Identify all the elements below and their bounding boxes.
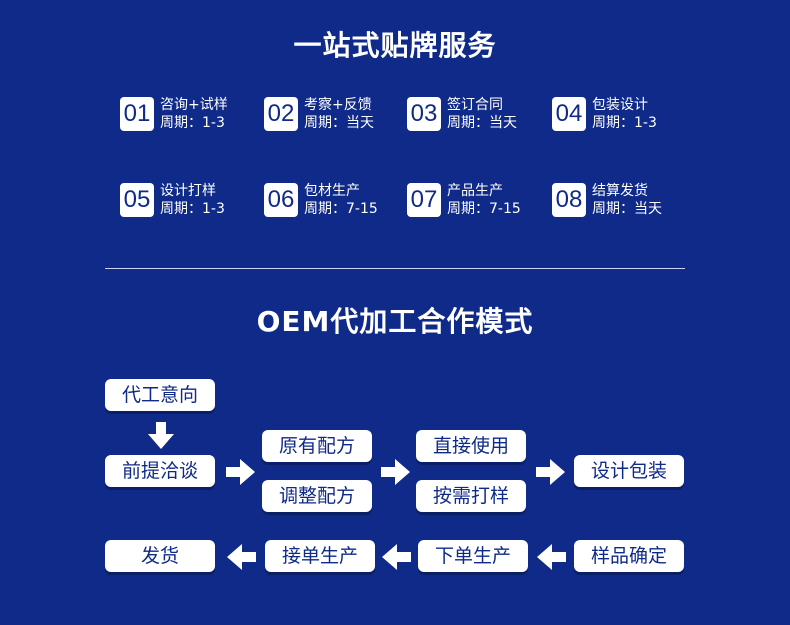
flow-direct-use: 直接使用: [416, 430, 526, 462]
arrow-left-icon: [537, 544, 566, 570]
step-number: 04: [552, 97, 586, 131]
arrow-right-icon: [381, 459, 410, 485]
flow-accept-order: 接单生产: [265, 540, 375, 572]
arrow-left-icon: [227, 544, 256, 570]
step-number: 08: [552, 183, 586, 217]
step-item: 06 包材生产周期：7-15: [264, 183, 378, 217]
section-divider: [105, 268, 685, 269]
step-item: 04 包装设计周期：1-3: [552, 97, 657, 131]
step-cycle: 周期：当天: [592, 201, 662, 217]
arrow-down-icon: [148, 422, 174, 449]
arrow-right-icon: [536, 459, 565, 485]
arrow-right-icon: [226, 459, 255, 485]
flow-place-order: 下单生产: [418, 540, 528, 572]
step-item: 08 结算发货周期：当天: [552, 183, 662, 217]
step-name: 包材生产: [304, 183, 360, 199]
step-item: 03 签订合同周期：当天: [407, 97, 517, 131]
step-cycle: 周期：1-3: [160, 201, 225, 217]
step-name: 产品生产: [447, 183, 503, 199]
step-cycle: 周期：当天: [304, 115, 374, 131]
step-item: 02 考察+反馈周期：当天: [264, 97, 374, 131]
flow-ship: 发货: [105, 540, 215, 572]
arrow-left-icon: [382, 544, 411, 570]
step-number: 02: [264, 97, 298, 131]
step-name: 结算发货: [592, 183, 648, 199]
flow-oem-intent: 代工意向: [105, 379, 215, 411]
step-name: 签订合同: [447, 97, 503, 113]
flow-sample-confirm: 样品确定: [574, 540, 684, 572]
service-title: 一站式贴牌服务: [293, 29, 497, 62]
flow-adjust-formula: 调整配方: [262, 480, 372, 512]
flow-sample-on-demand: 按需打样: [416, 480, 526, 512]
step-number: 06: [264, 183, 298, 217]
step-name: 咨询+试样: [160, 97, 228, 113]
step-item: 01 咨询+试样周期：1-3: [120, 97, 228, 131]
step-cycle: 周期：当天: [447, 115, 517, 131]
flow-negotiation: 前提洽谈: [105, 455, 215, 487]
step-cycle: 周期：1-3: [160, 115, 225, 131]
step-name: 包装设计: [592, 97, 648, 113]
step-item: 07 产品生产周期：7-15: [407, 183, 521, 217]
step-number: 01: [120, 97, 154, 131]
step-number: 05: [120, 183, 154, 217]
step-item: 05 设计打样周期：1-3: [120, 183, 225, 217]
step-cycle: 周期：1-3: [592, 115, 657, 131]
oem-title: OEM代加工合作模式: [256, 305, 534, 338]
step-number: 03: [407, 97, 441, 131]
step-cycle: 周期：7-15: [304, 201, 378, 217]
step-cycle: 周期：7-15: [447, 201, 521, 217]
step-number: 07: [407, 183, 441, 217]
step-name: 考察+反馈: [304, 97, 372, 113]
step-name: 设计打样: [160, 183, 216, 199]
flow-original-formula: 原有配方: [262, 430, 372, 462]
flow-design-packaging: 设计包装: [574, 455, 684, 487]
